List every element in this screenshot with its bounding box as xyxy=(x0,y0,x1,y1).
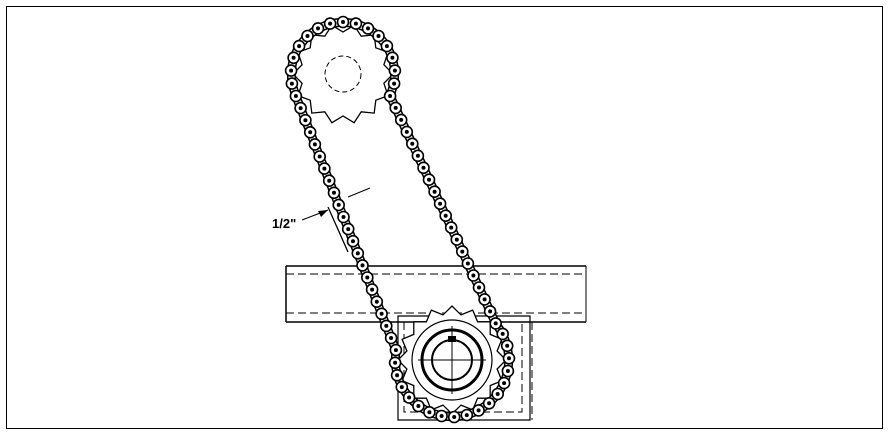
chain-pin xyxy=(305,34,310,38)
chain-pin xyxy=(384,323,389,328)
roller-chain xyxy=(284,15,516,424)
bottom-sprocket xyxy=(397,305,507,415)
drive-sprocket-rim xyxy=(411,319,493,401)
chain-pin xyxy=(316,26,320,31)
chain-pin xyxy=(392,68,397,73)
chain-pin xyxy=(384,44,389,49)
chain-pin xyxy=(393,360,398,365)
chain-pin xyxy=(439,414,444,418)
chain-pin xyxy=(370,287,375,292)
chain-pin xyxy=(353,21,358,26)
chain-pin xyxy=(355,251,360,256)
chain-pin xyxy=(298,106,303,111)
chain-pin xyxy=(303,118,308,123)
chain-pin xyxy=(317,154,322,159)
chain-pin xyxy=(460,249,465,254)
chain-pin xyxy=(438,201,443,206)
chain-pin xyxy=(410,141,415,146)
chain-pin xyxy=(308,130,313,135)
chain-pin xyxy=(351,239,355,244)
chain-pin xyxy=(374,299,379,304)
chain-pin xyxy=(432,189,437,194)
chain-pin xyxy=(487,401,492,406)
chain-pin xyxy=(393,105,398,110)
chain-pin xyxy=(404,129,409,134)
chain-pin xyxy=(360,263,365,268)
chain-pin xyxy=(297,44,302,49)
chain-pin xyxy=(399,117,404,122)
chain-pin xyxy=(493,321,498,326)
chain-pin xyxy=(389,336,394,340)
chain-pin xyxy=(327,178,332,183)
chain-pin xyxy=(365,275,370,280)
chain-pin xyxy=(399,385,404,390)
chain-pin xyxy=(415,153,420,158)
chain-pin xyxy=(452,415,457,419)
chain-pin xyxy=(502,381,507,386)
chain-pin xyxy=(464,413,469,418)
chain-pin xyxy=(376,34,381,38)
chain-pin xyxy=(507,356,511,361)
chain-pin xyxy=(477,285,481,290)
chain-pin xyxy=(427,177,431,182)
chain-pin xyxy=(390,55,395,60)
chain-pin xyxy=(312,142,317,147)
chain-pin xyxy=(388,94,393,98)
chain-pin xyxy=(505,369,510,373)
chain-pin xyxy=(443,213,448,218)
top-sprocket xyxy=(292,24,394,124)
chain-pin xyxy=(392,81,397,86)
chain-pin xyxy=(505,343,510,348)
chain-pin xyxy=(366,26,370,31)
chain-pin xyxy=(495,392,500,396)
chain-pin xyxy=(336,202,341,207)
chain-pin xyxy=(500,331,505,336)
drawing-border xyxy=(6,6,883,429)
chain-pin xyxy=(322,166,327,171)
chain-pin xyxy=(416,404,421,408)
chain-pin xyxy=(488,309,493,314)
chain-pin xyxy=(328,21,333,26)
chain-pin xyxy=(346,227,351,232)
chain-pin xyxy=(454,237,459,242)
chain-pin xyxy=(395,373,400,378)
chain-pin xyxy=(421,165,426,170)
chain-pin xyxy=(291,55,296,60)
chain-pin xyxy=(341,215,346,219)
sprocket-hub-circle xyxy=(324,55,362,93)
chain-pin xyxy=(465,261,470,266)
chain-pin xyxy=(471,273,476,278)
chain-pin xyxy=(476,408,481,413)
chain-pin xyxy=(393,348,398,353)
slack-dimension xyxy=(301,187,371,253)
chain-pin xyxy=(427,410,432,415)
chain-pin xyxy=(289,81,294,86)
chain-pin xyxy=(341,20,345,24)
chain-pin xyxy=(407,395,412,400)
chain-pin xyxy=(379,311,384,316)
chain-pin xyxy=(293,94,298,98)
slack-dimension-label: 1/2" xyxy=(272,216,296,231)
chain-pin xyxy=(289,68,294,73)
chain-pin xyxy=(332,190,336,195)
chain-pin xyxy=(482,297,487,302)
chain-pin xyxy=(449,225,454,230)
